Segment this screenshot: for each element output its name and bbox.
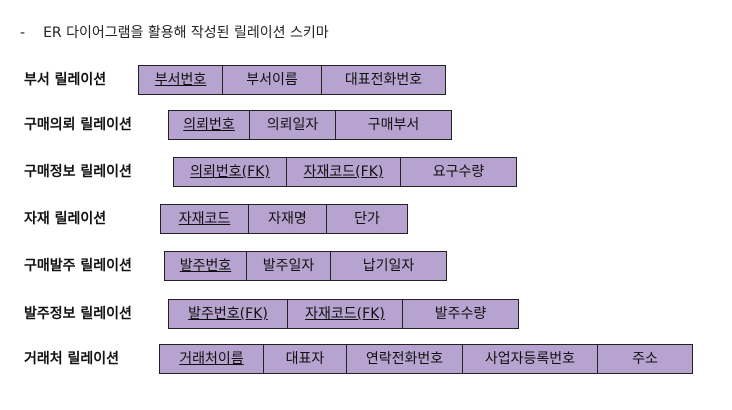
attribute-label: 부서번호 [154, 72, 207, 88]
relation-name: 구매발주 릴레이션 [24, 258, 132, 274]
attribute-cell: 의뢰일자 [250, 110, 336, 140]
attribute-label: 대표전화번호 [344, 72, 423, 88]
relation-name: 자재 릴레이션 [24, 211, 107, 227]
key-attribute-cell: 부서번호 [138, 65, 223, 95]
attribute-cell: 부서이름 [223, 65, 322, 95]
relation-table: 의뢰번호(FK) 자재코드(FK) 요구수량 [173, 157, 517, 187]
attribute-label: 자재명 [268, 211, 307, 227]
attribute-label: 납기일자 [362, 258, 415, 274]
heading-text: ER 다이어그램을 활용해 작성된 릴레이션 스키마 [43, 25, 329, 41]
key-attribute-cell: 발주번호(FK) [168, 299, 288, 329]
attribute-label: 자재코드(FK) [305, 306, 385, 322]
key-attribute-cell: 자재코드 [160, 204, 249, 234]
relation-name: 구매정보 릴레이션 [24, 164, 132, 180]
attribute-label: 요구수량 [432, 164, 485, 180]
relation-table: 의뢰번호 의뢰일자 구매부서 [168, 110, 452, 140]
relation-name: 부서 릴레이션 [24, 72, 107, 88]
page-heading: - ER 다이어그램을 활용해 작성된 릴레이션 스키마 [20, 22, 329, 42]
attribute-label: 자재코드(FK) [303, 164, 384, 180]
attribute-cell: 단가 [327, 204, 408, 234]
attribute-label: 대표자 [285, 351, 325, 367]
key-attribute-cell: 발주번호 [164, 251, 247, 281]
attribute-label: 구매부서 [367, 117, 420, 133]
relation-table: 발주번호 발주일자 납기일자 [164, 251, 447, 281]
attribute-label: 사업자등록번호 [484, 351, 576, 367]
attribute-cell: 대표전화번호 [322, 65, 446, 95]
attribute-label: 의뢰번호(FK) [190, 164, 270, 180]
heading-dash: - [20, 25, 26, 41]
attribute-cell: 주소 [598, 344, 693, 374]
attribute-label: 주소 [632, 351, 658, 367]
attribute-label: 단가 [354, 211, 380, 227]
relation-name: 구매의뢰 릴레이션 [24, 117, 132, 133]
key-attribute-cell: 의뢰번호(FK) [173, 157, 287, 187]
relation-table: 거래처이름 대표자 연락전화번호 사업자등록번호 주소 [159, 344, 693, 374]
attribute-label: 연락전화번호 [365, 351, 444, 367]
attribute-cell: 발주수량 [403, 299, 519, 329]
key-attribute-cell: 자재코드(FK) [287, 157, 401, 187]
attribute-cell: 구매부서 [336, 110, 452, 140]
relation-table: 부서번호 부서이름 대표전화번호 [138, 65, 446, 95]
attribute-label: 발주일자 [262, 258, 315, 274]
attribute-cell: 자재명 [249, 204, 327, 234]
attribute-cell: 요구수량 [401, 157, 517, 187]
relation-name: 발주정보 릴레이션 [24, 306, 132, 322]
attribute-label: 발주수량 [434, 306, 487, 322]
attribute-cell: 납기일자 [331, 251, 447, 281]
attribute-cell: 대표자 [264, 344, 347, 374]
attribute-label: 발주번호 [179, 258, 232, 274]
attribute-label: 자재코드 [178, 211, 231, 227]
attribute-cell: 발주일자 [247, 251, 331, 281]
attribute-label: 거래처이름 [179, 351, 244, 367]
attribute-label: 부서이름 [246, 72, 298, 88]
key-attribute-cell: 거래처이름 [159, 344, 264, 374]
relation-table: 자재코드 자재명 단가 [160, 204, 408, 234]
attribute-label: 의뢰번호 [183, 117, 235, 133]
relation-table: 발주번호(FK) 자재코드(FK) 발주수량 [168, 299, 519, 329]
attribute-cell: 연락전화번호 [347, 344, 463, 374]
relation-name: 거래처 릴레이션 [24, 351, 120, 367]
attribute-label: 의뢰일자 [266, 117, 319, 133]
key-attribute-cell: 의뢰번호 [168, 110, 250, 140]
key-attribute-cell: 자재코드(FK) [288, 299, 403, 329]
attribute-label: 발주번호(FK) [188, 306, 268, 322]
attribute-cell: 사업자등록번호 [463, 344, 598, 374]
